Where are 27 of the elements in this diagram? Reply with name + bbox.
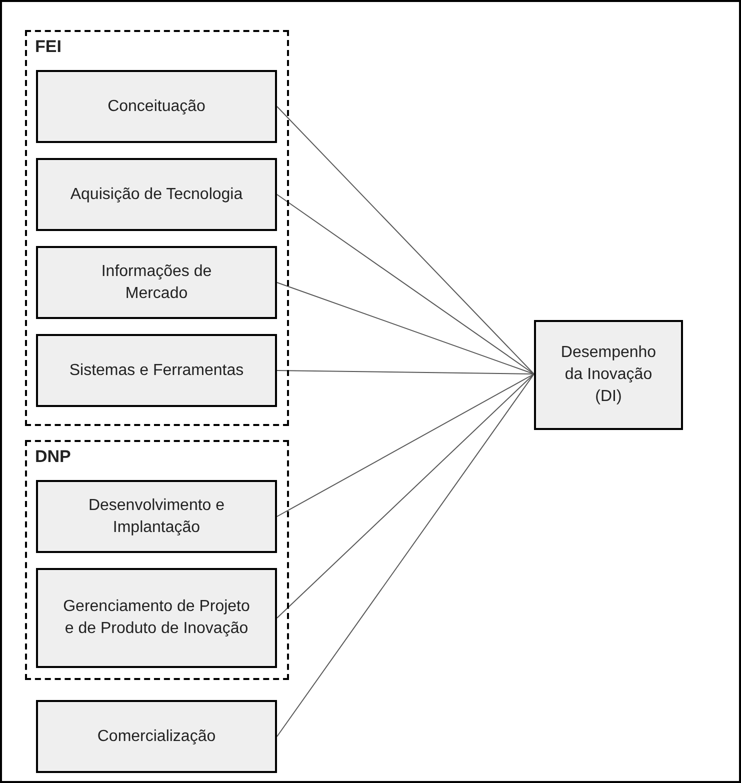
process-box: [36, 480, 277, 553]
connector-line: [276, 370, 534, 374]
box-label: Gerenciamento de Projeto e de Produto de Inovação: [62, 597, 251, 639]
box-label: Informações de Mercado: [100, 262, 213, 304]
process-box: [36, 700, 277, 773]
box-label: Aquisição de Tecnologia: [70, 184, 243, 204]
box-label: Sistemas e Ferramentas: [69, 360, 244, 380]
box-label: Desenvolvimento e Implantação: [87, 496, 226, 538]
process-box: [36, 568, 277, 668]
box-label: Desempenho da Inovação (DI): [560, 343, 658, 407]
connector-line: [276, 106, 534, 374]
box-label: Comercialização: [97, 726, 216, 746]
dashed-group-box: [25, 30, 289, 426]
process-box: [36, 70, 277, 143]
connector-line: [276, 374, 534, 737]
process-box: [534, 320, 683, 430]
connector-line: [276, 282, 534, 374]
process-box: [36, 158, 277, 231]
process-box: [36, 246, 277, 319]
connector-line: [276, 374, 534, 618]
process-box: [36, 334, 277, 407]
group-title: DNP: [35, 446, 71, 468]
box-label: Conceituação: [108, 96, 206, 116]
connector-line: [276, 194, 534, 374]
dashed-group-box: [25, 440, 289, 680]
group-title: FEI: [35, 36, 62, 58]
connector-line: [276, 374, 534, 517]
